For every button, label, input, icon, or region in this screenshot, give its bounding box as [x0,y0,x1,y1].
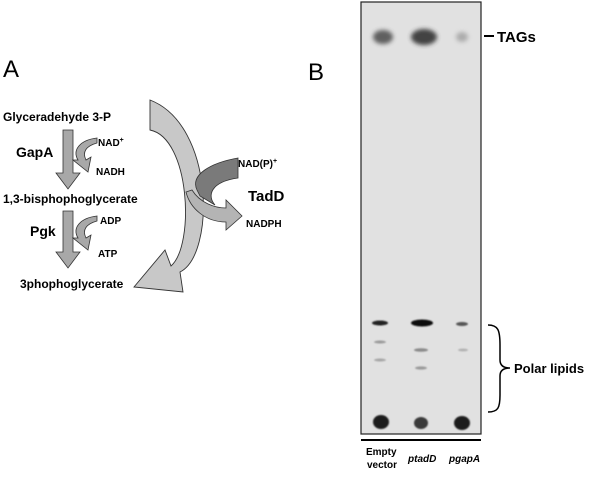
faint-band [374,358,386,362]
nadh-label: NADH [96,167,125,178]
glyceraldehyde-3p-label: Glyceradehyde 3-P [3,110,111,124]
origin-spots [373,415,470,430]
tadd-bypass-arrow [133,99,204,293]
lane-label-empty-vector-line1: Empty [366,447,397,458]
tags-label: TAGs [497,29,536,46]
faint-band [458,348,468,352]
polar-lipid-bands [372,319,468,370]
polar-lipids-label: Polar lipids [514,361,584,376]
atp-label: ATP [98,249,118,260]
origin-spot-empty-vector [373,415,389,429]
nadp-to-nadph-arrow [195,157,239,206]
tadd-label: TadD [248,188,285,205]
nadp-label: NAD(P)+ [238,158,277,170]
phosphoglycerate-label: 3phophoglycerate [20,277,124,291]
tag-spot-pgapa [456,32,468,42]
nadph-label: NADPH [246,219,282,230]
panel-a-label: A [3,56,19,83]
nadp-to-nadph-arrow-head [185,189,243,231]
lane-label-ptadd: ptadD [407,454,436,465]
nad-to-nadh-arrow [71,137,98,173]
panel-b-label: B [308,59,324,86]
pgk-step-arrow [55,210,81,269]
origin-spot-ptadd [414,417,428,429]
polar-band-pgapa [456,322,468,326]
faint-band [415,366,427,370]
tag-spots [373,29,468,45]
pgk-label: Pgk [30,223,56,239]
origin-spot-pgapa [454,416,470,430]
adp-label: ADP [100,216,121,227]
gapa-label: GapA [16,144,53,160]
bisphosphoglycerate-label: 1,3-bisphophoglycerate [3,192,138,206]
tag-spot-ptadd [411,29,437,45]
adp-to-atp-arrow [71,215,98,251]
polar-band-empty-vector [372,320,388,326]
tag-spot-empty-vector [373,30,393,44]
gapa-step-arrow [55,129,81,190]
polar-band-ptadd [411,319,433,327]
nad-label: NAD+ [98,137,124,149]
lane-label-pgapa: pgapA [448,454,480,465]
faint-band [374,340,386,344]
lane-label-empty-vector-line2: vector [367,460,397,471]
polar-lipids-brace [487,324,511,413]
faint-band [414,348,428,352]
tlc-plate [360,1,482,435]
